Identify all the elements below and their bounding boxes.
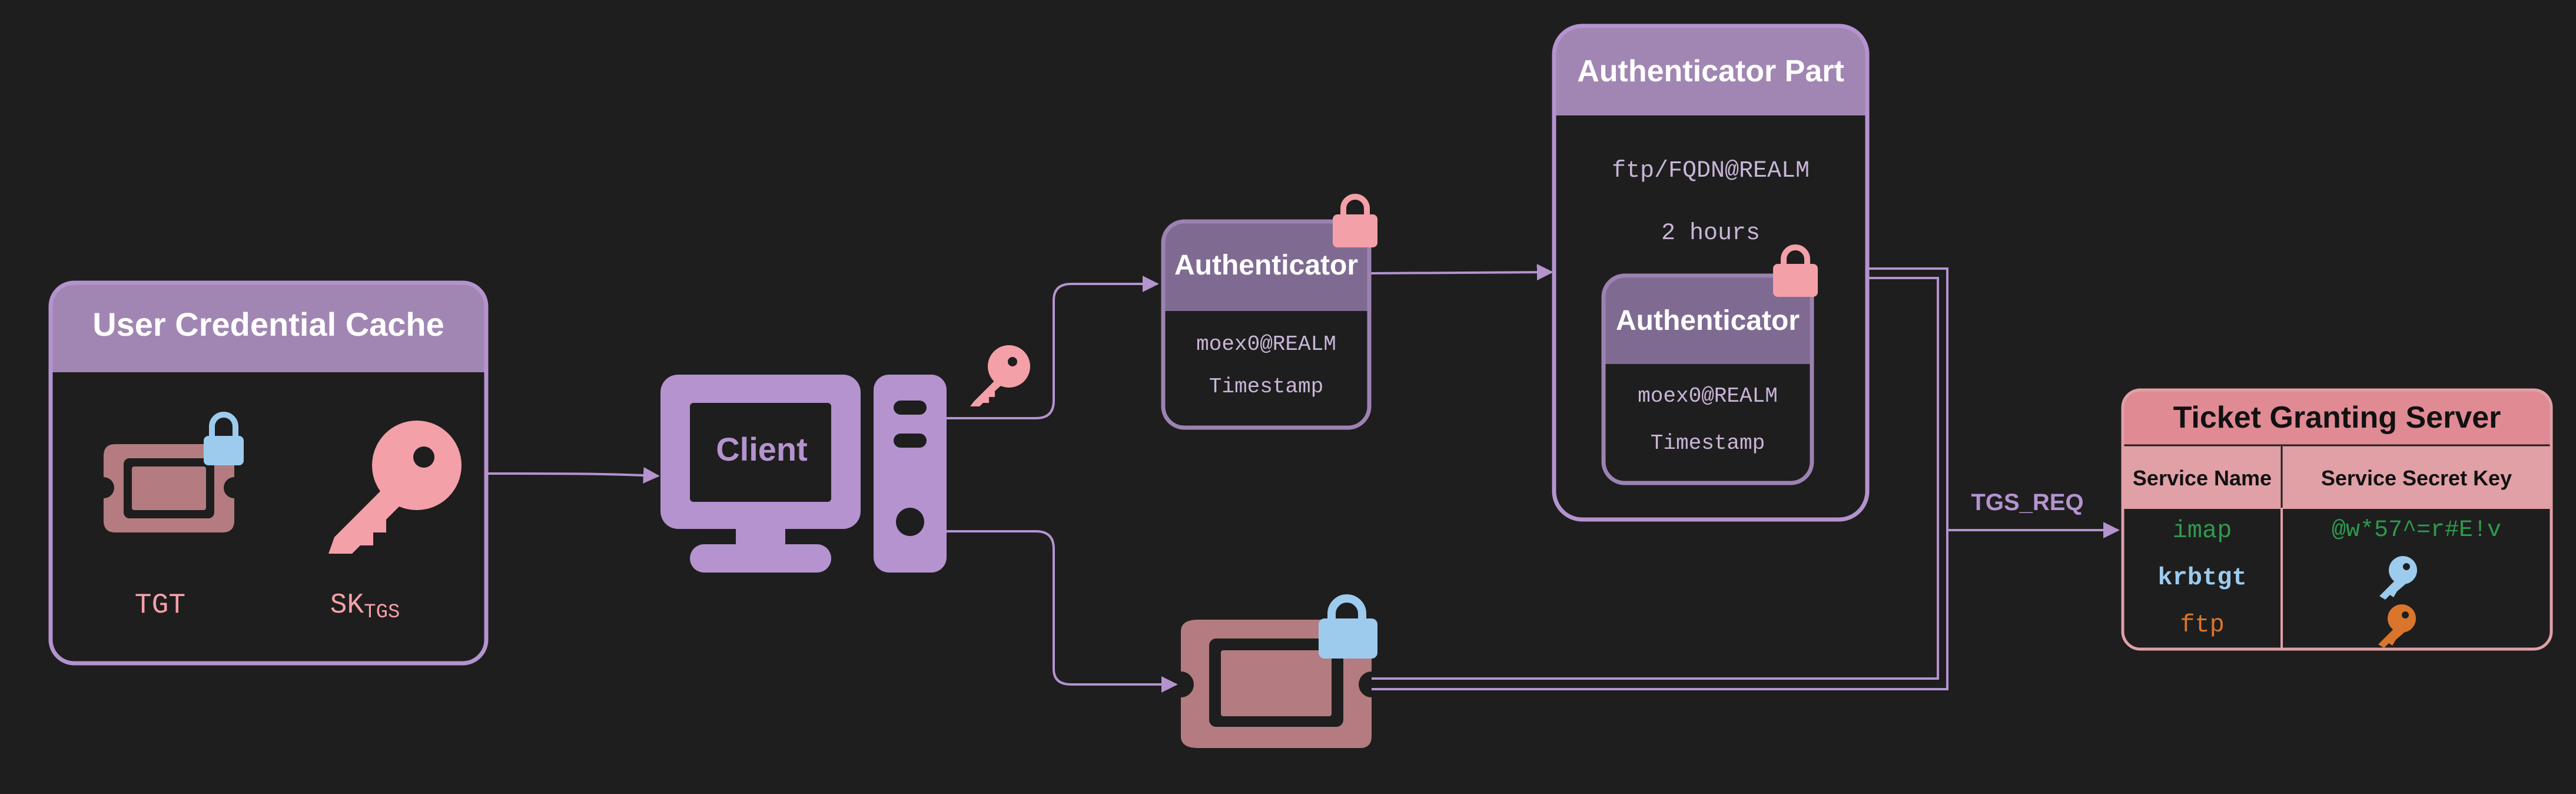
row-service-name: ftp xyxy=(2180,611,2225,639)
authenticator-part-box: Authenticator Part ftp/FQDN@REALM 2 hour… xyxy=(1552,24,1870,522)
edge-cache-to-client xyxy=(486,467,660,484)
tgt-label: TGT xyxy=(135,590,185,621)
inner-authenticator-title: Authenticator xyxy=(1616,305,1800,336)
row-service-key: @w*57^=r#E!v xyxy=(2332,517,2501,544)
row-service-name: krbtgt xyxy=(2157,564,2246,592)
session-key-icon xyxy=(970,345,1030,406)
authenticator-part-title: Authenticator Part xyxy=(1577,54,1844,88)
tgs-col-key: Service Secret Key xyxy=(2321,466,2512,490)
authenticator-line1: moex0@REALM xyxy=(1196,332,1336,356)
lock-icon xyxy=(1333,194,1377,247)
table-row: imap @w*57^=r#E!v xyxy=(2173,517,2501,545)
authenticator-title: Authenticator xyxy=(1174,250,1358,281)
edge-part-to-bus xyxy=(1372,267,1948,690)
table-row: krbtgt xyxy=(2157,556,2417,600)
lock-icon xyxy=(204,412,244,465)
client-computer-icon: Client xyxy=(660,375,947,573)
authenticator-box: Authenticator moex0@REALM Timestamp xyxy=(1161,219,1372,430)
lock-icon xyxy=(1773,244,1818,297)
tgt-ticket-icon xyxy=(104,444,234,532)
tgs-col-service: Service Name xyxy=(2133,466,2272,490)
edge-label-tgs-req: TGS_REQ xyxy=(1971,489,2083,515)
tgs-title: Ticket Granting Server xyxy=(2173,401,2501,435)
ticket-granting-server: Ticket Granting Server Service Name Serv… xyxy=(2121,388,2553,651)
edge-part-to-bus-2 xyxy=(1372,277,1939,680)
cache-title: User Credential Cache xyxy=(92,306,444,343)
key-icon-orange xyxy=(2378,604,2416,648)
user-credential-cache: User Credential Cache TGT SKTGS xyxy=(48,280,489,666)
edge-client-to-ticket xyxy=(947,530,1178,693)
sk-subscript: TGS xyxy=(364,601,400,624)
lock-icon xyxy=(1319,594,1377,659)
sk-label: SK xyxy=(330,590,364,621)
edge-client-to-authenticator xyxy=(947,276,1159,419)
authenticator-line2: Timestamp xyxy=(1209,375,1323,399)
row-service-name: imap xyxy=(2173,517,2232,545)
authenticator-part-line1: ftp/FQDN@REALM xyxy=(1612,158,1810,184)
authenticator-part-line2: 2 hours xyxy=(1661,220,1760,247)
table-row: ftp xyxy=(2180,604,2416,648)
inner-authenticator-line1: moex0@REALM xyxy=(1638,384,1778,408)
inner-authenticator-line2: Timestamp xyxy=(1651,431,1765,455)
key-icon xyxy=(328,421,462,554)
sk-tgs-label: SKTGS xyxy=(330,590,400,624)
connectors xyxy=(486,264,2120,693)
inner-authenticator-box: Authenticator moex0@REALM Timestamp xyxy=(1601,273,1814,485)
key-icon-blue xyxy=(2379,556,2417,600)
client-label: Client xyxy=(716,431,808,468)
edge-authenticator-to-part xyxy=(1369,264,1553,281)
